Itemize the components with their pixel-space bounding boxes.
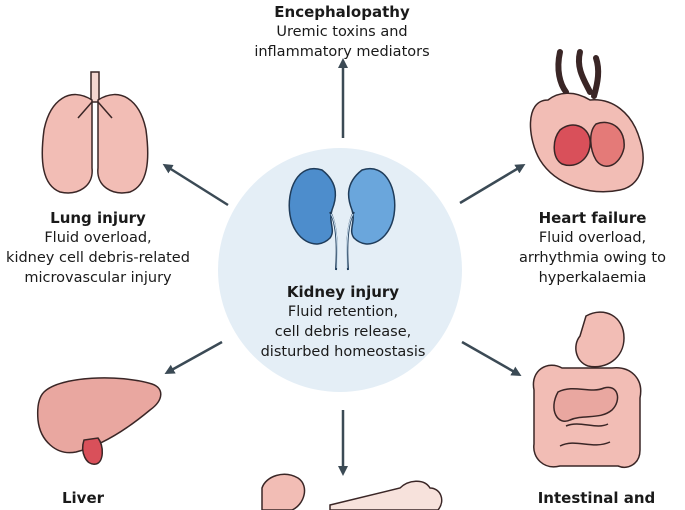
- heart-title: Heart failure: [538, 209, 647, 227]
- kidneys-icon: [288, 167, 396, 271]
- kidney-line-3: disturbed homeostasis: [260, 344, 426, 360]
- lung-label: Lung injury Fluid overload, kidney cell …: [0, 208, 196, 288]
- lung-line-2: kidney cell debris-related: [6, 250, 190, 266]
- lung-line-1: Fluid overload,: [44, 230, 152, 246]
- liver-label: Liver: [40, 488, 126, 508]
- liver-title: Liver: [61, 489, 105, 507]
- intestinal-label: Intestinal and: [508, 488, 685, 508]
- encephalopathy-line-2: inflammatory mediators: [254, 44, 430, 60]
- arrow-to-liver: [164, 340, 223, 374]
- liver-icon: [36, 377, 162, 465]
- heart-line-1: Fluid overload,: [538, 230, 647, 246]
- heart-line-3: hyperkalaemia: [538, 270, 647, 286]
- lungs-icon: [41, 71, 149, 194]
- arrow-to-lung: [162, 163, 229, 207]
- encephalopathy-line-1: Uremic toxins and: [276, 24, 408, 40]
- kidney-label: Kidney injury Fluid retention, cell debr…: [245, 282, 441, 362]
- bone-icon: [261, 473, 443, 510]
- kidney-line-2: cell debris release,: [274, 324, 412, 340]
- intestinal-title: Intestinal and: [537, 489, 656, 507]
- lung-title: Lung injury: [50, 209, 146, 227]
- arrow-to-intestine: [461, 340, 522, 376]
- encephalopathy-label: Encephalopathy Uremic toxins and inflamm…: [232, 2, 452, 62]
- lung-line-3: microvascular injury: [24, 270, 172, 286]
- encephalopathy-title: Encephalopathy: [274, 3, 410, 21]
- heart-icon: [529, 49, 644, 193]
- heart-line-2: arrhythmia owing to: [519, 250, 666, 266]
- arrow-to-heart: [459, 163, 526, 205]
- kidney-line-1: Fluid retention,: [287, 304, 399, 320]
- heart-label: Heart failure Fluid overload, arrhythmia…: [500, 208, 685, 288]
- intestine-icon: [532, 311, 642, 468]
- kidney-title: Kidney injury: [286, 283, 400, 301]
- kidney-circle: [218, 148, 462, 392]
